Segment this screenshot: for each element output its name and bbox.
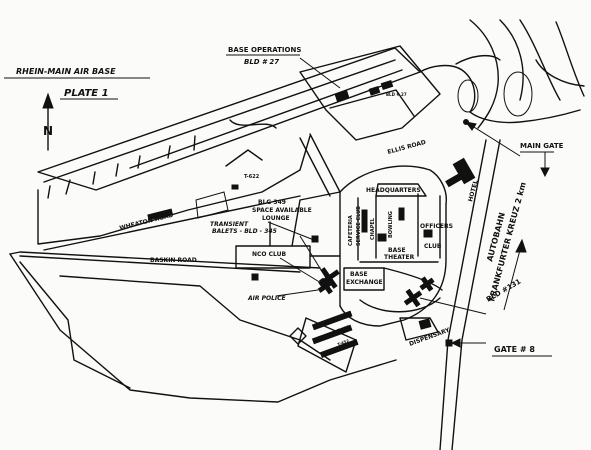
hotel-label: HOTEL <box>467 179 480 202</box>
bldg-349-label-a: BLG 349 <box>258 199 286 206</box>
main-gate-label: MAIN GATE <box>520 142 564 150</box>
nco-club-label: NCO CLUB <box>252 251 286 258</box>
base-exchange-label-b: EXCHANGE <box>346 279 383 286</box>
central-area: ELLIS ROAD HEADQUARTERS CAFETERIA SERVIC… <box>299 133 522 348</box>
base-operations-area: BASE OPERATIONS BLD # 27 BLD # 27 <box>226 45 441 141</box>
base-operations-label: BASE OPERATIONS <box>228 46 301 54</box>
bldg-622-label: T-622 <box>244 174 260 180</box>
headquarters-label: HEADQUARTERS <box>366 187 421 194</box>
cafeteria-label: CAFETERIA <box>348 215 354 246</box>
officers-club-label-b: CLUB <box>424 243 442 250</box>
air-police-marker-icon <box>317 277 335 295</box>
gate-8: GATE # 8 <box>445 338 552 357</box>
ramp-label-a: T-450 <box>337 324 350 333</box>
base-theater-label-b: THEATER <box>384 254 415 261</box>
officers-club-label-a: OFFICERS <box>420 223 453 230</box>
ramp-buildings: T-450 T-452 <box>289 310 359 373</box>
base-theater-label-a: BASE <box>388 247 406 254</box>
bldg-349-label-b: SPACE AVAILABLE <box>252 207 312 214</box>
transient-label-a: TRANSIENT <box>210 221 249 228</box>
gate-8-label: GATE # 8 <box>494 345 535 354</box>
map-title-block: RHEIN-MAIN AIR BASE PLATE 1 <box>4 67 150 100</box>
interchange <box>419 19 585 157</box>
hotel: HOTEL <box>445 157 480 203</box>
bldg-349-label-c: LOUNGE <box>262 215 290 222</box>
building-block-icon <box>419 276 435 292</box>
base-exchange-label-a: BASE <box>350 271 368 278</box>
plate-label: PLATE 1 <box>64 88 109 99</box>
bldg-27-label: BLD # 27 <box>244 58 279 66</box>
chapel-label: CHAPEL <box>370 217 376 240</box>
north-label: N <box>43 124 53 138</box>
bldg-27-tag: BLD # 27 <box>386 92 407 97</box>
air-police-label: AIR POLICE <box>247 295 287 302</box>
west-center-labels: BLG 349 SPACE AVAILABLE LOUNGE TRANSIENT… <box>210 199 340 302</box>
north-arrow-icon: N <box>42 92 54 151</box>
baskin-road-label: BASKIN ROAD <box>150 257 197 264</box>
building-131-marker-icon <box>403 288 423 308</box>
service-club-label: SERVICE CLUB <box>356 206 362 246</box>
ramp-label-b: T-452 <box>337 338 350 347</box>
transient-label-b: BALETS - BLD - 345 <box>212 228 277 235</box>
ellis-road-label: ELLIS ROAD <box>387 139 427 156</box>
map-title: RHEIN-MAIN AIR BASE <box>16 67 116 76</box>
west-roads: WHEATON ROAD T-622 BASKIN ROAD <box>9 135 397 403</box>
bowling-label: BOWLING <box>388 211 394 238</box>
